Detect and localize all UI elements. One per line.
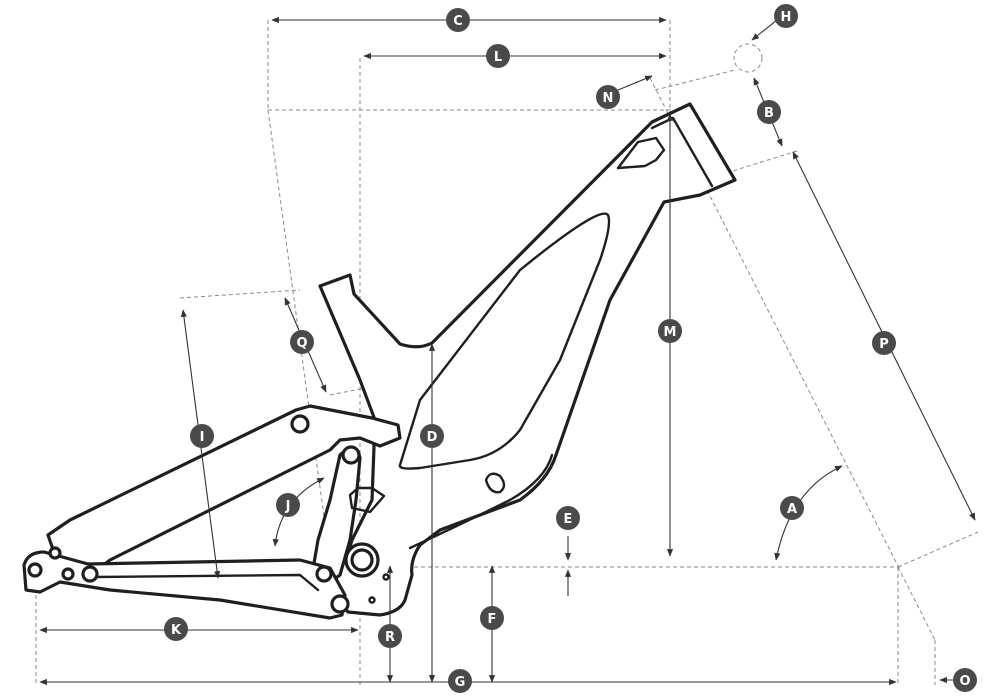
svg-text:R: R xyxy=(385,630,395,645)
svg-text:G: G xyxy=(455,675,466,690)
svg-text:K: K xyxy=(171,623,182,638)
badge-Q: Q xyxy=(290,330,314,354)
svg-text:D: D xyxy=(427,430,438,445)
bike-frame xyxy=(22,102,737,620)
downtube-bump xyxy=(484,472,506,494)
dropout-hole-3 xyxy=(48,546,62,560)
downtube-edge xyxy=(408,453,554,550)
badge-I: I xyxy=(190,424,214,448)
svg-text:M: M xyxy=(664,325,677,340)
front-triangle xyxy=(318,102,737,617)
svg-text:I: I xyxy=(200,430,205,445)
badges: A B C D E F G H I J K L M N O P Q R xyxy=(164,4,977,693)
badge-E: E xyxy=(556,506,580,530)
svg-text:E: E xyxy=(564,512,573,527)
svg-text:Q: Q xyxy=(296,336,307,351)
head-tube-cutout xyxy=(616,136,666,170)
badge-C: C xyxy=(446,8,470,32)
dim-N-arrow xyxy=(617,75,653,91)
svg-text:H: H xyxy=(781,10,792,25)
svg-text:F: F xyxy=(488,612,497,627)
svg-text:P: P xyxy=(879,337,889,352)
badge-J: J xyxy=(276,493,300,517)
upper-pivot xyxy=(290,414,310,434)
svg-text:N: N xyxy=(603,91,614,106)
badge-O: O xyxy=(953,668,977,692)
dropout-hole-2 xyxy=(27,562,43,578)
badge-A: A xyxy=(780,496,804,520)
bottom-bracket-inner xyxy=(350,548,374,572)
chainstay-pivot xyxy=(330,594,350,614)
shock-bracket xyxy=(348,486,386,514)
rear-axle-pivot xyxy=(81,565,99,583)
badge-L: L xyxy=(486,44,510,68)
badge-F: F xyxy=(480,606,504,630)
chain-stay-inner xyxy=(93,573,320,592)
rocker-pivot xyxy=(341,445,361,465)
svg-text:C: C xyxy=(453,14,463,29)
badge-B: B xyxy=(757,100,781,124)
badge-N: N xyxy=(596,85,620,109)
badge-K: K xyxy=(164,617,188,641)
front-triangle-cutout xyxy=(398,212,611,470)
badge-P: P xyxy=(872,331,896,355)
badge-D: D xyxy=(420,424,444,448)
svg-text:A: A xyxy=(787,502,797,517)
svg-text:O: O xyxy=(959,674,970,689)
chain-stay xyxy=(22,550,347,620)
badge-G: G xyxy=(448,669,472,693)
svg-text:J: J xyxy=(285,499,291,514)
svg-text:B: B xyxy=(764,106,774,121)
dropout-hole-1 xyxy=(61,567,75,581)
badge-H: H xyxy=(774,4,798,28)
badge-R: R xyxy=(378,624,402,648)
lower-pivot xyxy=(315,565,333,583)
svg-text:L: L xyxy=(494,50,502,65)
badge-M: M xyxy=(658,319,682,343)
bolt-2 xyxy=(368,596,376,604)
